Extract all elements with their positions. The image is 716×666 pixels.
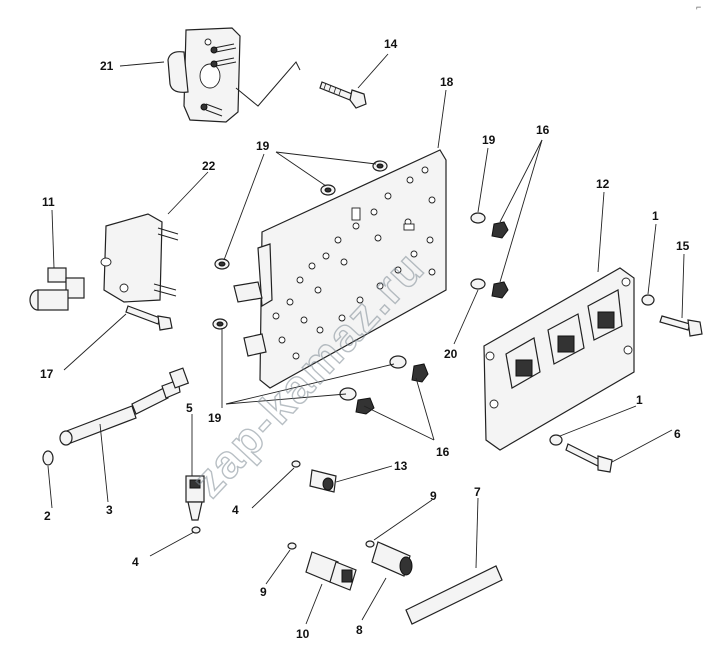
- part-13-sensor: [309, 469, 337, 493]
- callout-1-bottom: 1: [636, 393, 643, 407]
- callout-2: 2: [44, 509, 51, 523]
- part-9-orings: [287, 540, 375, 550]
- callout-19-top: 19: [256, 139, 270, 153]
- part-20-washer: [470, 278, 486, 290]
- callout-6: 6: [674, 427, 681, 441]
- callout-12: 12: [596, 177, 610, 191]
- part-10-sensor: [305, 551, 357, 591]
- part-17-bolt: [125, 305, 173, 331]
- callout-3: 3: [106, 503, 113, 517]
- part-3-harness-sensor: [59, 367, 190, 446]
- part-18-mounting-plate: [257, 149, 447, 389]
- corner-mark: ⌐: [696, 2, 701, 12]
- part-5-sensor: [185, 475, 205, 521]
- callout-11: 11: [42, 195, 55, 209]
- callout-5: 5: [186, 401, 193, 415]
- part-8-sensor: [371, 541, 413, 577]
- callout-13: 13: [394, 459, 408, 473]
- part-19-studs: [212, 160, 486, 401]
- part-7-label: [405, 565, 503, 625]
- callout-21: 21: [100, 59, 114, 73]
- part-2-oring: [42, 450, 54, 466]
- callout-15: 15: [676, 239, 690, 253]
- part-12-ecu: [483, 267, 635, 451]
- callout-19-right: 19: [482, 133, 496, 147]
- callout-18: 18: [440, 75, 454, 89]
- callout-17: 17: [40, 367, 54, 381]
- callout-14: 14: [384, 37, 398, 51]
- callout-9-right: 9: [430, 489, 437, 503]
- callout-16-bottom: 16: [436, 445, 450, 459]
- part-15-bolt: [659, 315, 703, 337]
- callout-7: 7: [474, 485, 481, 499]
- part-4-oring-upper: [291, 460, 301, 468]
- callout-4-upper: 4: [232, 503, 239, 517]
- callout-labels: 21 14 18 19 19 19 16 16 22 11 12 1 1 15 …: [40, 37, 690, 641]
- callout-10: 10: [296, 627, 310, 641]
- part-4-oring-lower: [191, 526, 201, 534]
- part-6-bolt: [565, 443, 613, 473]
- part-16-nuts: [355, 221, 509, 415]
- callout-19-bottom: 19: [208, 411, 222, 425]
- callout-1-top: 1: [652, 209, 659, 223]
- part-14-bolt: [319, 81, 367, 109]
- callout-9-left: 9: [260, 585, 267, 599]
- part-22-bracket: [100, 213, 179, 303]
- leader-lines: [47, 53, 685, 625]
- callout-20: 20: [444, 347, 458, 361]
- callout-8: 8: [356, 623, 363, 637]
- callout-16-top: 16: [536, 123, 550, 137]
- part-11-sensor: [29, 267, 85, 311]
- part-1-washers: [549, 294, 655, 446]
- callout-22: 22: [202, 159, 216, 173]
- part-21-bracket: [167, 27, 241, 123]
- callout-4-lower: 4: [132, 555, 139, 569]
